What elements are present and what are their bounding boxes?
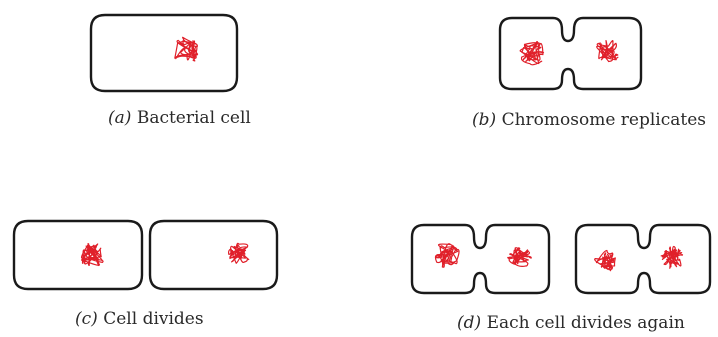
cell-outline bbox=[148, 219, 279, 291]
caption-text: Chromosome replicates bbox=[501, 110, 707, 130]
caption-letter: (c) bbox=[75, 309, 98, 329]
caption-letter: (d) bbox=[457, 313, 482, 333]
chromosome-strand bbox=[596, 42, 617, 63]
caption-b: (b) Chromosome replicates bbox=[472, 110, 706, 130]
chromosome-strand bbox=[230, 245, 246, 264]
chromosome-strand bbox=[507, 247, 532, 265]
panel-b-figure bbox=[498, 16, 643, 91]
chromosome bbox=[507, 247, 532, 267]
chromosome bbox=[227, 242, 250, 264]
chromosome bbox=[660, 245, 684, 269]
chromosome-strand bbox=[519, 42, 545, 66]
caption-letter: (b) bbox=[472, 110, 497, 130]
pinching-cell-outline bbox=[574, 223, 712, 295]
chromosome-strand bbox=[439, 245, 457, 268]
chromosome-strand bbox=[81, 244, 104, 266]
pinching-cell-outline bbox=[498, 16, 643, 91]
chromosome bbox=[80, 243, 104, 267]
caption-text: Each cell divides again bbox=[486, 313, 685, 333]
caption-text: Cell divides bbox=[103, 309, 204, 329]
chromosome-strand bbox=[600, 256, 615, 272]
chromosome-strand bbox=[666, 246, 684, 268]
pinching-cell-outline bbox=[410, 223, 551, 295]
panel-d-figure bbox=[410, 223, 712, 295]
chromosome bbox=[174, 36, 199, 62]
cell-outline bbox=[89, 13, 239, 93]
panel-a-figure bbox=[89, 13, 239, 93]
caption-c: (c) Cell divides bbox=[75, 309, 204, 329]
chromosome-strand bbox=[174, 39, 197, 61]
chromosome bbox=[434, 243, 460, 268]
chromosome bbox=[596, 40, 619, 63]
caption-a: (a) Bacterial cell bbox=[108, 108, 251, 128]
chromosome bbox=[519, 41, 545, 66]
chromosome bbox=[594, 249, 616, 272]
cell-outline bbox=[12, 219, 144, 291]
chromosome-strand bbox=[601, 40, 619, 60]
caption-text: Bacterial cell bbox=[136, 108, 251, 128]
panel-c-figure bbox=[12, 219, 279, 291]
caption-letter: (a) bbox=[108, 108, 132, 128]
caption-d: (d) Each cell divides again bbox=[457, 313, 685, 333]
chromosome-strand bbox=[435, 243, 459, 268]
